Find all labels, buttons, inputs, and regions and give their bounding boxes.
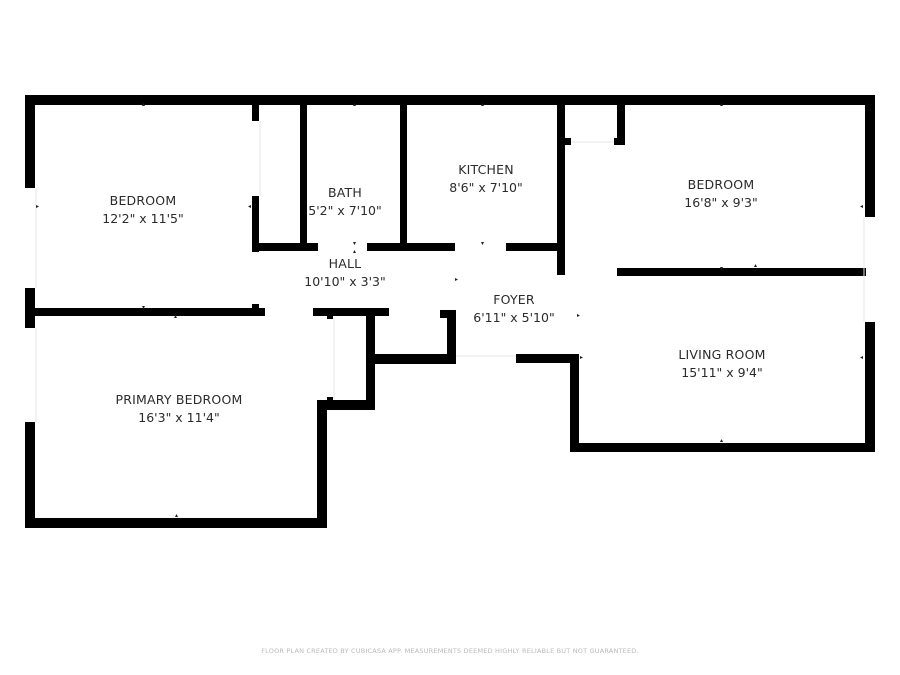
wall-hall-bottom-left-stub — [313, 308, 389, 316]
wall-kitchen-right — [557, 105, 565, 275]
wall-bedroom1-right-mid — [252, 196, 259, 252]
room-name: LIVING ROOM — [678, 347, 766, 362]
wall-bath-kitchen-divider — [400, 105, 407, 251]
wall-bedroom2-living-divider — [617, 268, 866, 276]
wall-closet-post-top — [327, 313, 333, 319]
room-dimensions: 6'11" x 5'10" — [473, 310, 555, 325]
wall-hall-top-left — [258, 243, 318, 251]
room-bedroom-2: BEDROOM 16'8" x 9'3" — [684, 176, 757, 212]
wall-bedroom1-right-top — [252, 105, 259, 121]
room-name: BEDROOM — [109, 193, 177, 208]
wall-hall-top-mid — [367, 243, 455, 251]
room-primary-bedroom: PRIMARY BEDROOM 16'3" x 11'4" — [116, 391, 243, 427]
room-dimensions: 12'2" x 11'5" — [102, 211, 184, 226]
wall-left-lower — [25, 422, 35, 528]
wall-bedroom1-right-bottom — [252, 304, 259, 312]
room-living-room: LIVING ROOM 15'11" x 9'4" — [678, 346, 765, 382]
wall-right-lower — [865, 322, 875, 452]
room-foyer: FOYER 6'11" x 5'10" — [473, 291, 554, 327]
wall-closet-post-bottom — [327, 397, 333, 403]
wall-bath-left — [300, 105, 307, 248]
wall-foyer-left-cap — [440, 310, 456, 318]
wall-left-middle — [25, 288, 35, 328]
room-dimensions: 16'3" x 11'4" — [138, 410, 220, 425]
wall-closet2-right-cap — [614, 138, 625, 145]
wall-primary-right — [317, 402, 327, 528]
room-dimensions: 16'8" x 9'3" — [684, 195, 758, 210]
wall-closet-mid — [372, 354, 456, 364]
room-name: BEDROOM — [687, 177, 755, 192]
room-name: KITCHEN — [458, 162, 514, 177]
room-dimensions: 5'2" x 7'10" — [308, 203, 382, 218]
room-hall: HALL 10'10" x 3'3" — [304, 255, 385, 291]
floor-plan-disclaimer: FLOOR PLAN CREATED BY CUBICASA APP. MEAS… — [261, 647, 639, 655]
room-bath: BATH 5'2" x 7'10" — [308, 184, 381, 220]
room-kitchen: KITCHEN 8'6" x 7'10" — [449, 161, 522, 197]
room-name: HALL — [328, 256, 362, 271]
wall-closet-right — [366, 310, 375, 410]
wall-living-left — [570, 354, 579, 452]
wall-top — [25, 95, 875, 105]
wall-right-upper — [865, 95, 875, 217]
room-dimensions: 8'6" x 7'10" — [449, 180, 523, 195]
wall-foyer-left — [447, 310, 456, 364]
wall-closet2-left-cap — [563, 138, 571, 145]
wall-foyer-bottom-right — [516, 354, 579, 363]
wall-bedroom-primary-divider — [35, 308, 265, 316]
wall-closet-bottom — [317, 400, 375, 410]
wall-hall-top-right — [506, 243, 562, 251]
wall-living-bottom — [570, 443, 875, 452]
room-name: PRIMARY BEDROOM — [115, 392, 243, 407]
dimension-ticks — [36, 103, 863, 517]
wall-closet2-right — [617, 105, 625, 145]
wall-primary-bottom — [25, 518, 327, 528]
room-bedroom-1: BEDROOM 12'2" x 11'5" — [102, 192, 183, 228]
room-dimensions: 10'10" x 3'3" — [304, 274, 386, 289]
room-name: FOYER — [493, 292, 535, 307]
room-name: BATH — [327, 185, 362, 200]
wall-left-upper — [25, 95, 35, 188]
room-dimensions: 15'11" x 9'4" — [681, 365, 763, 380]
